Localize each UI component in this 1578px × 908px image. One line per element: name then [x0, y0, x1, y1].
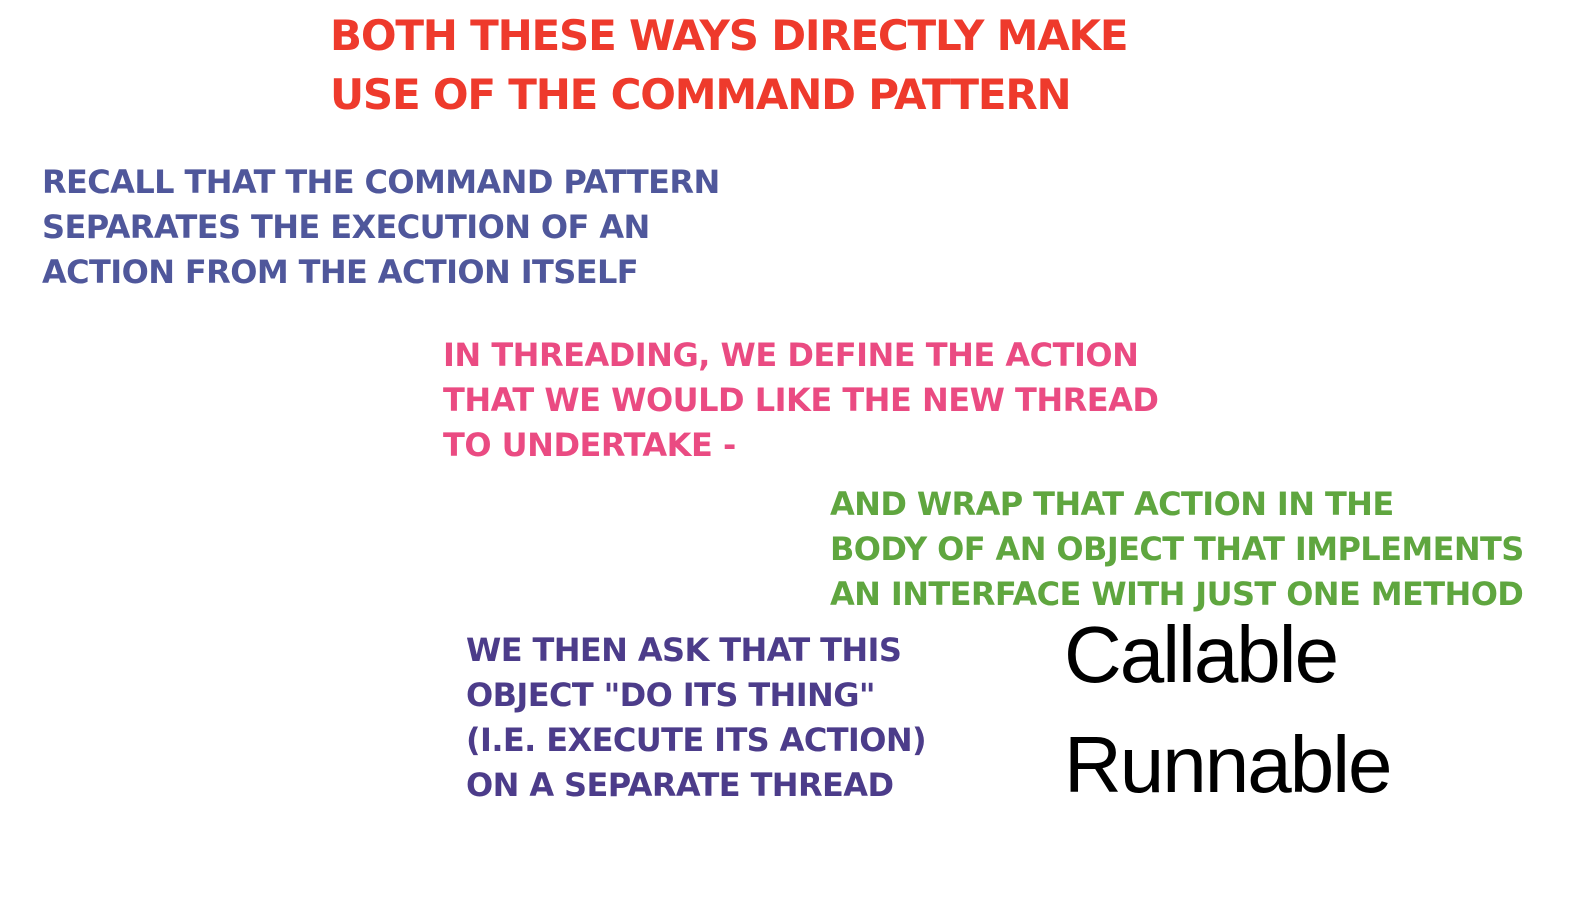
ask-line: WE THEN ASK THAT THIS	[466, 631, 902, 669]
ask-line: (I.E. EXECUTE ITS ACTION)	[466, 721, 927, 759]
wrap-line: AN INTERFACE WITH JUST ONE METHOD	[830, 575, 1524, 613]
ask-line: OBJECT "DO ITS THING"	[466, 676, 876, 714]
threading-line: IN THREADING, WE DEFINE THE ACTION	[443, 336, 1139, 374]
title-line: BOTH THESE WAYS DIRECTLY MAKE	[330, 11, 1129, 60]
threading-paragraph: IN THREADING, WE DEFINE THE ACTION THAT …	[443, 333, 1159, 468]
wrap-line: BODY OF AN OBJECT THAT IMPLEMENTS	[830, 530, 1524, 568]
slide-title: BOTH THESE WAYS DIRECTLY MAKE USE OF THE…	[330, 6, 1129, 124]
ask-line: ON A SEPARATE THREAD	[466, 766, 894, 804]
recall-line: RECALL THAT THE COMMAND PATTERN	[42, 163, 720, 201]
runnable-label: Runnable	[1064, 720, 1392, 809]
threading-line: TO UNDERTAKE -	[443, 426, 736, 464]
ask-paragraph: WE THEN ASK THAT THIS OBJECT "DO ITS THI…	[466, 628, 927, 808]
recall-paragraph: RECALL THAT THE COMMAND PATTERN SEPARATE…	[42, 160, 720, 295]
wrap-paragraph: AND WRAP THAT ACTION IN THE BODY OF AN O…	[830, 482, 1524, 617]
title-line: USE OF THE COMMAND PATTERN	[330, 70, 1072, 119]
threading-line: THAT WE WOULD LIKE THE NEW THREAD	[443, 381, 1159, 419]
wrap-line: AND WRAP THAT ACTION IN THE	[830, 485, 1394, 523]
recall-line: SEPARATES THE EXECUTION OF AN	[42, 208, 650, 246]
callable-label: Callable	[1064, 610, 1339, 699]
recall-line: ACTION FROM THE ACTION ITSELF	[42, 253, 639, 291]
